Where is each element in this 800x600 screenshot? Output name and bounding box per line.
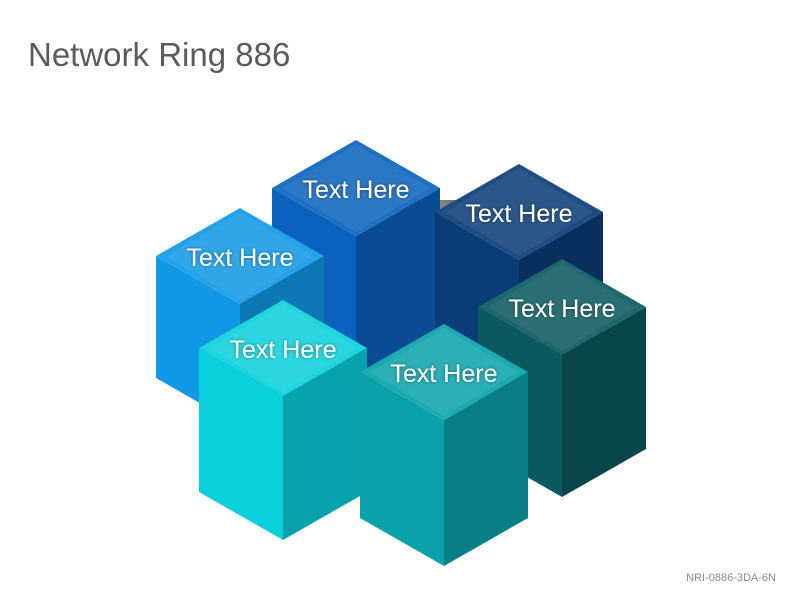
cube-top-face	[478, 259, 646, 355]
cube-top-highlight	[488, 263, 636, 351]
cube-left-face	[199, 348, 283, 540]
cube-node: Text Here	[272, 140, 440, 378]
cube-top-highlight	[282, 144, 430, 232]
cube-top-highlight	[370, 328, 518, 416]
cube-label: Text Here	[187, 244, 294, 272]
cube-top-face	[435, 164, 603, 260]
cube-top-face	[156, 208, 324, 304]
cube-top-highlight	[209, 304, 357, 392]
cube-right-face	[283, 348, 367, 540]
cube-left-face	[360, 372, 444, 566]
cube-top-face	[360, 324, 528, 420]
cube-top-face	[199, 300, 367, 396]
cube-node: Text Here	[360, 324, 528, 566]
cube-label: Text Here	[391, 360, 498, 388]
cube-top-highlight	[166, 212, 314, 300]
cube-right-face	[444, 372, 528, 566]
cube-label: Text Here	[230, 336, 337, 364]
footer-code: NRI-0886-3DA-6N	[686, 572, 776, 584]
cube-right-face	[562, 307, 646, 497]
cube-label: Text Here	[466, 200, 573, 228]
cube-node: Text Here	[199, 300, 367, 540]
cube-label: Text Here	[509, 295, 616, 323]
cube-top-face	[272, 140, 440, 236]
cube-node: Text Here	[478, 259, 646, 497]
cube-right-face	[356, 188, 440, 378]
cube-label: Text Here	[303, 176, 410, 204]
cube-top-highlight	[445, 168, 593, 256]
slide-title: Network Ring 886	[28, 36, 291, 73]
